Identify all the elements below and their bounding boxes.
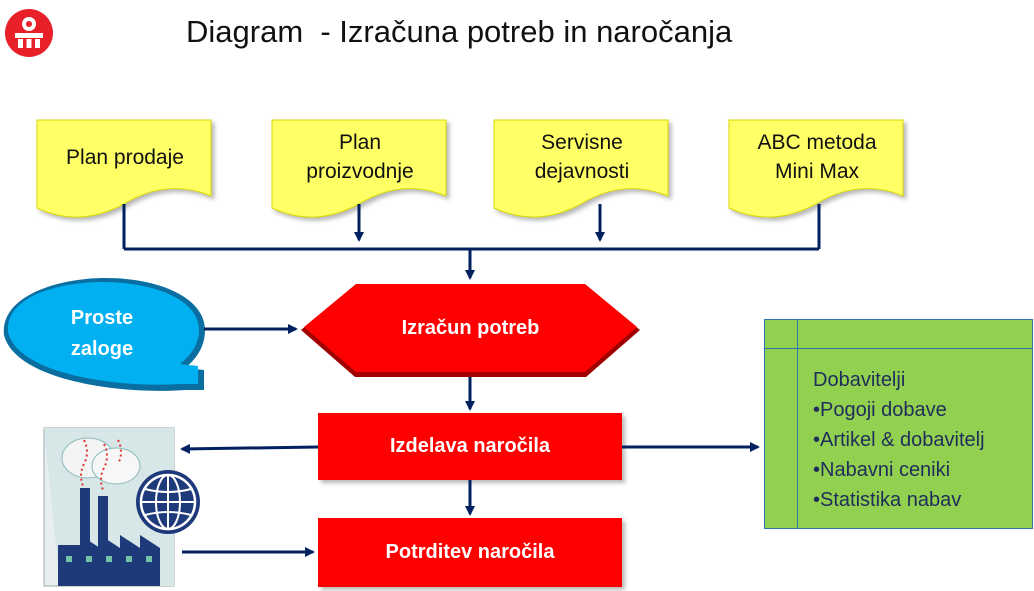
order-label: Izdelava naročila (389, 435, 551, 457)
suppliers-heading: Dobavitelji (813, 369, 906, 391)
suppliers-list: Dobavitelji •Pogoji dobave •Artikel & do… (813, 365, 985, 515)
doc-plan-prodaje (36, 119, 212, 218)
calc-label: Izračun potreb (401, 317, 540, 339)
page-title: Diagram - Izračuna potreb in naročanja (186, 14, 733, 49)
supplier-item: •Pogoji dobave (813, 399, 947, 421)
doc-plan-proizvodnje (271, 119, 447, 218)
doc-abc-metoda (728, 119, 904, 218)
supplier-item: •Nabavni ceniki (813, 459, 951, 481)
company-logo-icon (5, 9, 53, 57)
order-box (318, 413, 622, 480)
calc-hexagon (301, 284, 640, 377)
suppliers-panel: Dobavitelji •Pogoji dobave •Artikel & do… (764, 319, 1033, 529)
confirm-label: Potrditev naročila (385, 541, 555, 563)
doc-plan-prodaje-label: Plan prodaje (66, 146, 184, 169)
process-arrows (180, 324, 760, 557)
stock-callout (3, 278, 206, 391)
confirm-box (318, 518, 622, 587)
connector-bus (122, 204, 821, 280)
globe-icon (136, 470, 200, 534)
supplier-item: •Artikel & dobavitelj (813, 429, 985, 451)
supplier-item: •Statistika nabav (813, 489, 962, 511)
doc-servisne-dejavnosti (493, 119, 669, 218)
